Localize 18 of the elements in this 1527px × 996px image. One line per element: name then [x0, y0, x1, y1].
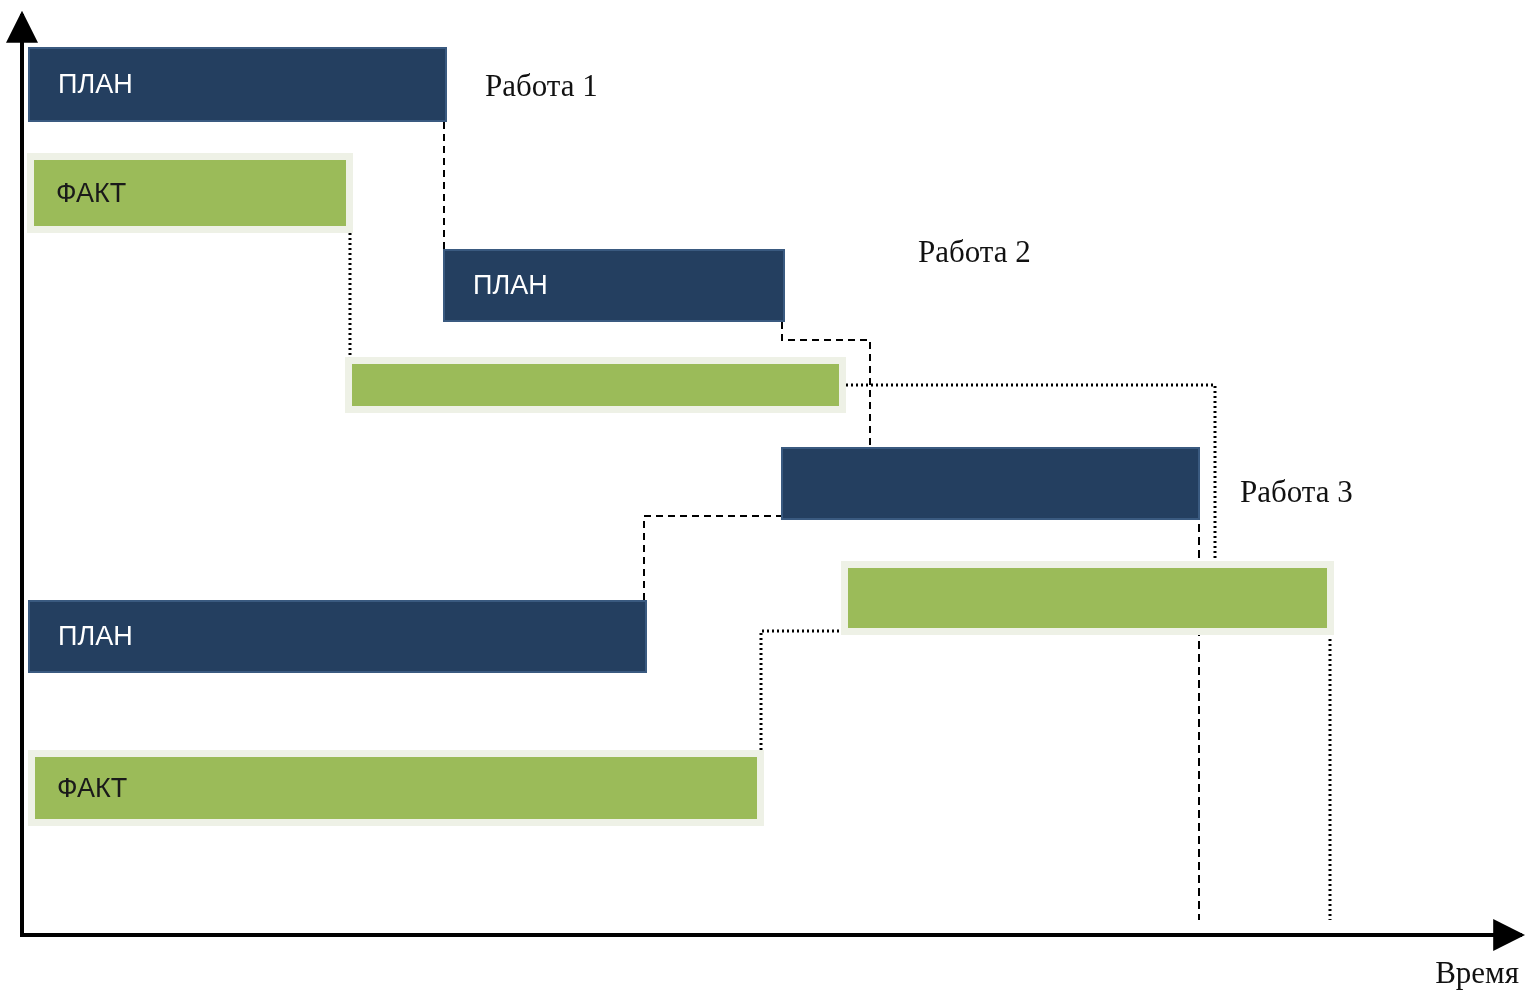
- plan-bar: ПЛАН: [443, 249, 785, 322]
- axis-label: Время: [1435, 955, 1519, 991]
- dashed-connector: [643, 515, 782, 601]
- plan-bar: ПЛАН: [28, 600, 647, 673]
- plan-bar: [781, 447, 1200, 520]
- task-label: Работа 3: [1240, 474, 1353, 510]
- dashed-connector: [443, 121, 445, 250]
- dotted-connector: [759, 629, 841, 750]
- actual-bar: ФАКТ: [28, 750, 764, 826]
- task-label: Работа 2: [918, 234, 1031, 270]
- actual-bar: [345, 357, 846, 413]
- task-label: Работа 1: [485, 68, 598, 104]
- dashed-connector: [781, 321, 871, 448]
- dotted-connector: [846, 383, 1217, 561]
- plan-bar: ПЛАН: [28, 47, 447, 122]
- actual-bar: [841, 561, 1334, 635]
- dotted-connector: [348, 233, 352, 357]
- actual-bar: ФАКТ: [27, 153, 353, 233]
